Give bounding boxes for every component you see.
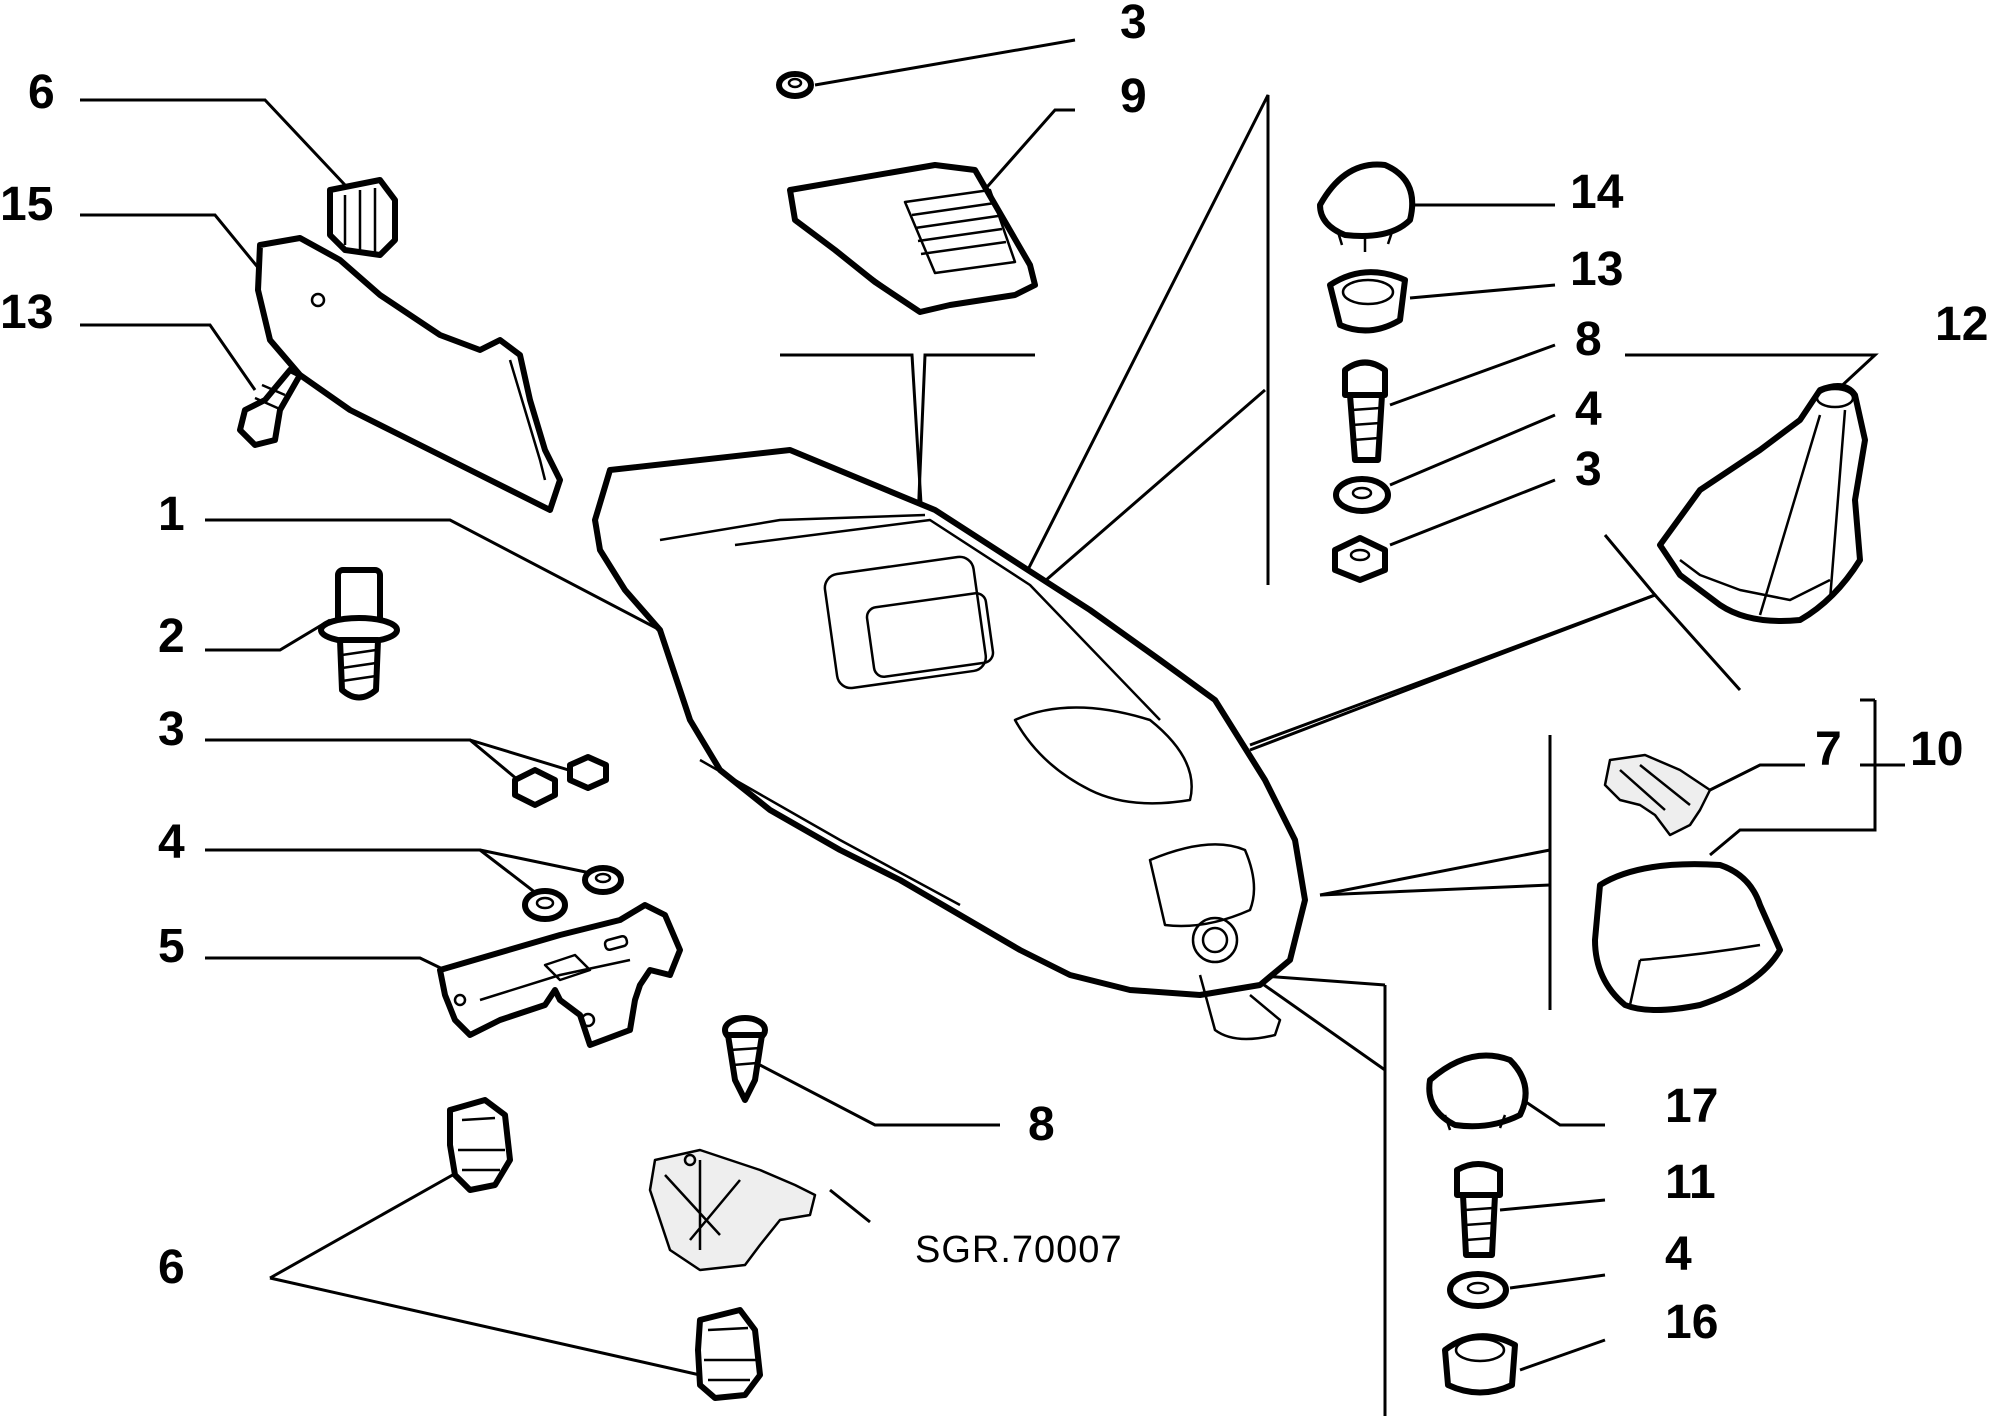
callout-17: 17 (1665, 1080, 1718, 1133)
cap-part-14 (1317, 161, 1416, 252)
callout-12: 12 (1935, 298, 1988, 351)
clip-part-6-top (327, 177, 398, 258)
callout-16: 16 (1665, 1296, 1718, 1349)
washer-part-4-right-upper (1333, 476, 1391, 514)
screw-part-8-right (1342, 359, 1388, 463)
callout-7: 7 (1815, 723, 1842, 776)
clip-part-7 (1603, 753, 1712, 837)
callout-2: 2 (158, 610, 185, 663)
callout-3-left: 3 (158, 703, 185, 756)
callout-5: 5 (158, 920, 185, 973)
callout-8-right: 8 (1575, 313, 1602, 366)
clip-part-6-bottom (447, 1097, 763, 1401)
cap-part-17 (1426, 1052, 1529, 1131)
callout-15: 15 (0, 178, 53, 231)
callout-4-right-lower: 4 (1665, 1228, 1692, 1281)
washer-part-4-right-lower (1447, 1271, 1509, 1309)
nut-part-3-right (1332, 535, 1388, 583)
cover-part-9 (787, 162, 1038, 315)
nut-part-3-left (512, 754, 609, 808)
callout-10: 10 (1910, 723, 1963, 776)
grommet-part-16 (1442, 1333, 1518, 1396)
callout-8-center: 8 (1028, 1098, 1055, 1151)
nut-part-3-top (776, 71, 814, 99)
washer-part-4-left (522, 865, 624, 922)
bolt-part-11 (1454, 1161, 1503, 1258)
callout-3-top: 3 (1120, 0, 1147, 49)
center-console (592, 447, 1308, 1041)
side-trim-panel (255, 235, 563, 513)
sleeve-part-13-right (1327, 269, 1408, 334)
callout-3-right: 3 (1575, 443, 1602, 496)
bracket-part-5 (437, 902, 683, 1048)
reference-code: SGR.70007 (915, 1229, 1123, 1271)
callout-6-bottom: 6 (158, 1241, 185, 1294)
screw-part-8-center (722, 1015, 768, 1103)
bolt-part-2 (318, 567, 400, 701)
callout-14: 14 (1570, 166, 1624, 219)
callout-1: 1 (158, 488, 185, 541)
callout-labels: 6 15 13 1 2 3 4 5 6 8 3 9 14 13 8 4 3 12… (0, 0, 1988, 1349)
callout-9: 9 (1120, 70, 1147, 123)
callout-4-right-upper: 4 (1575, 383, 1602, 436)
callout-13-right: 13 (1570, 243, 1623, 296)
screw-part-13-left (237, 367, 303, 448)
bracket-sgr-reference (648, 1148, 817, 1272)
leader-lines (80, 38, 1905, 1416)
callout-13-left: 13 (0, 286, 53, 339)
callout-11: 11 (1665, 1156, 1716, 1209)
callout-6-top: 6 (28, 66, 55, 119)
callout-4-left: 4 (158, 816, 185, 869)
gear-boot-part-12 (1657, 383, 1868, 624)
knob-part-10 (1592, 861, 1783, 1013)
